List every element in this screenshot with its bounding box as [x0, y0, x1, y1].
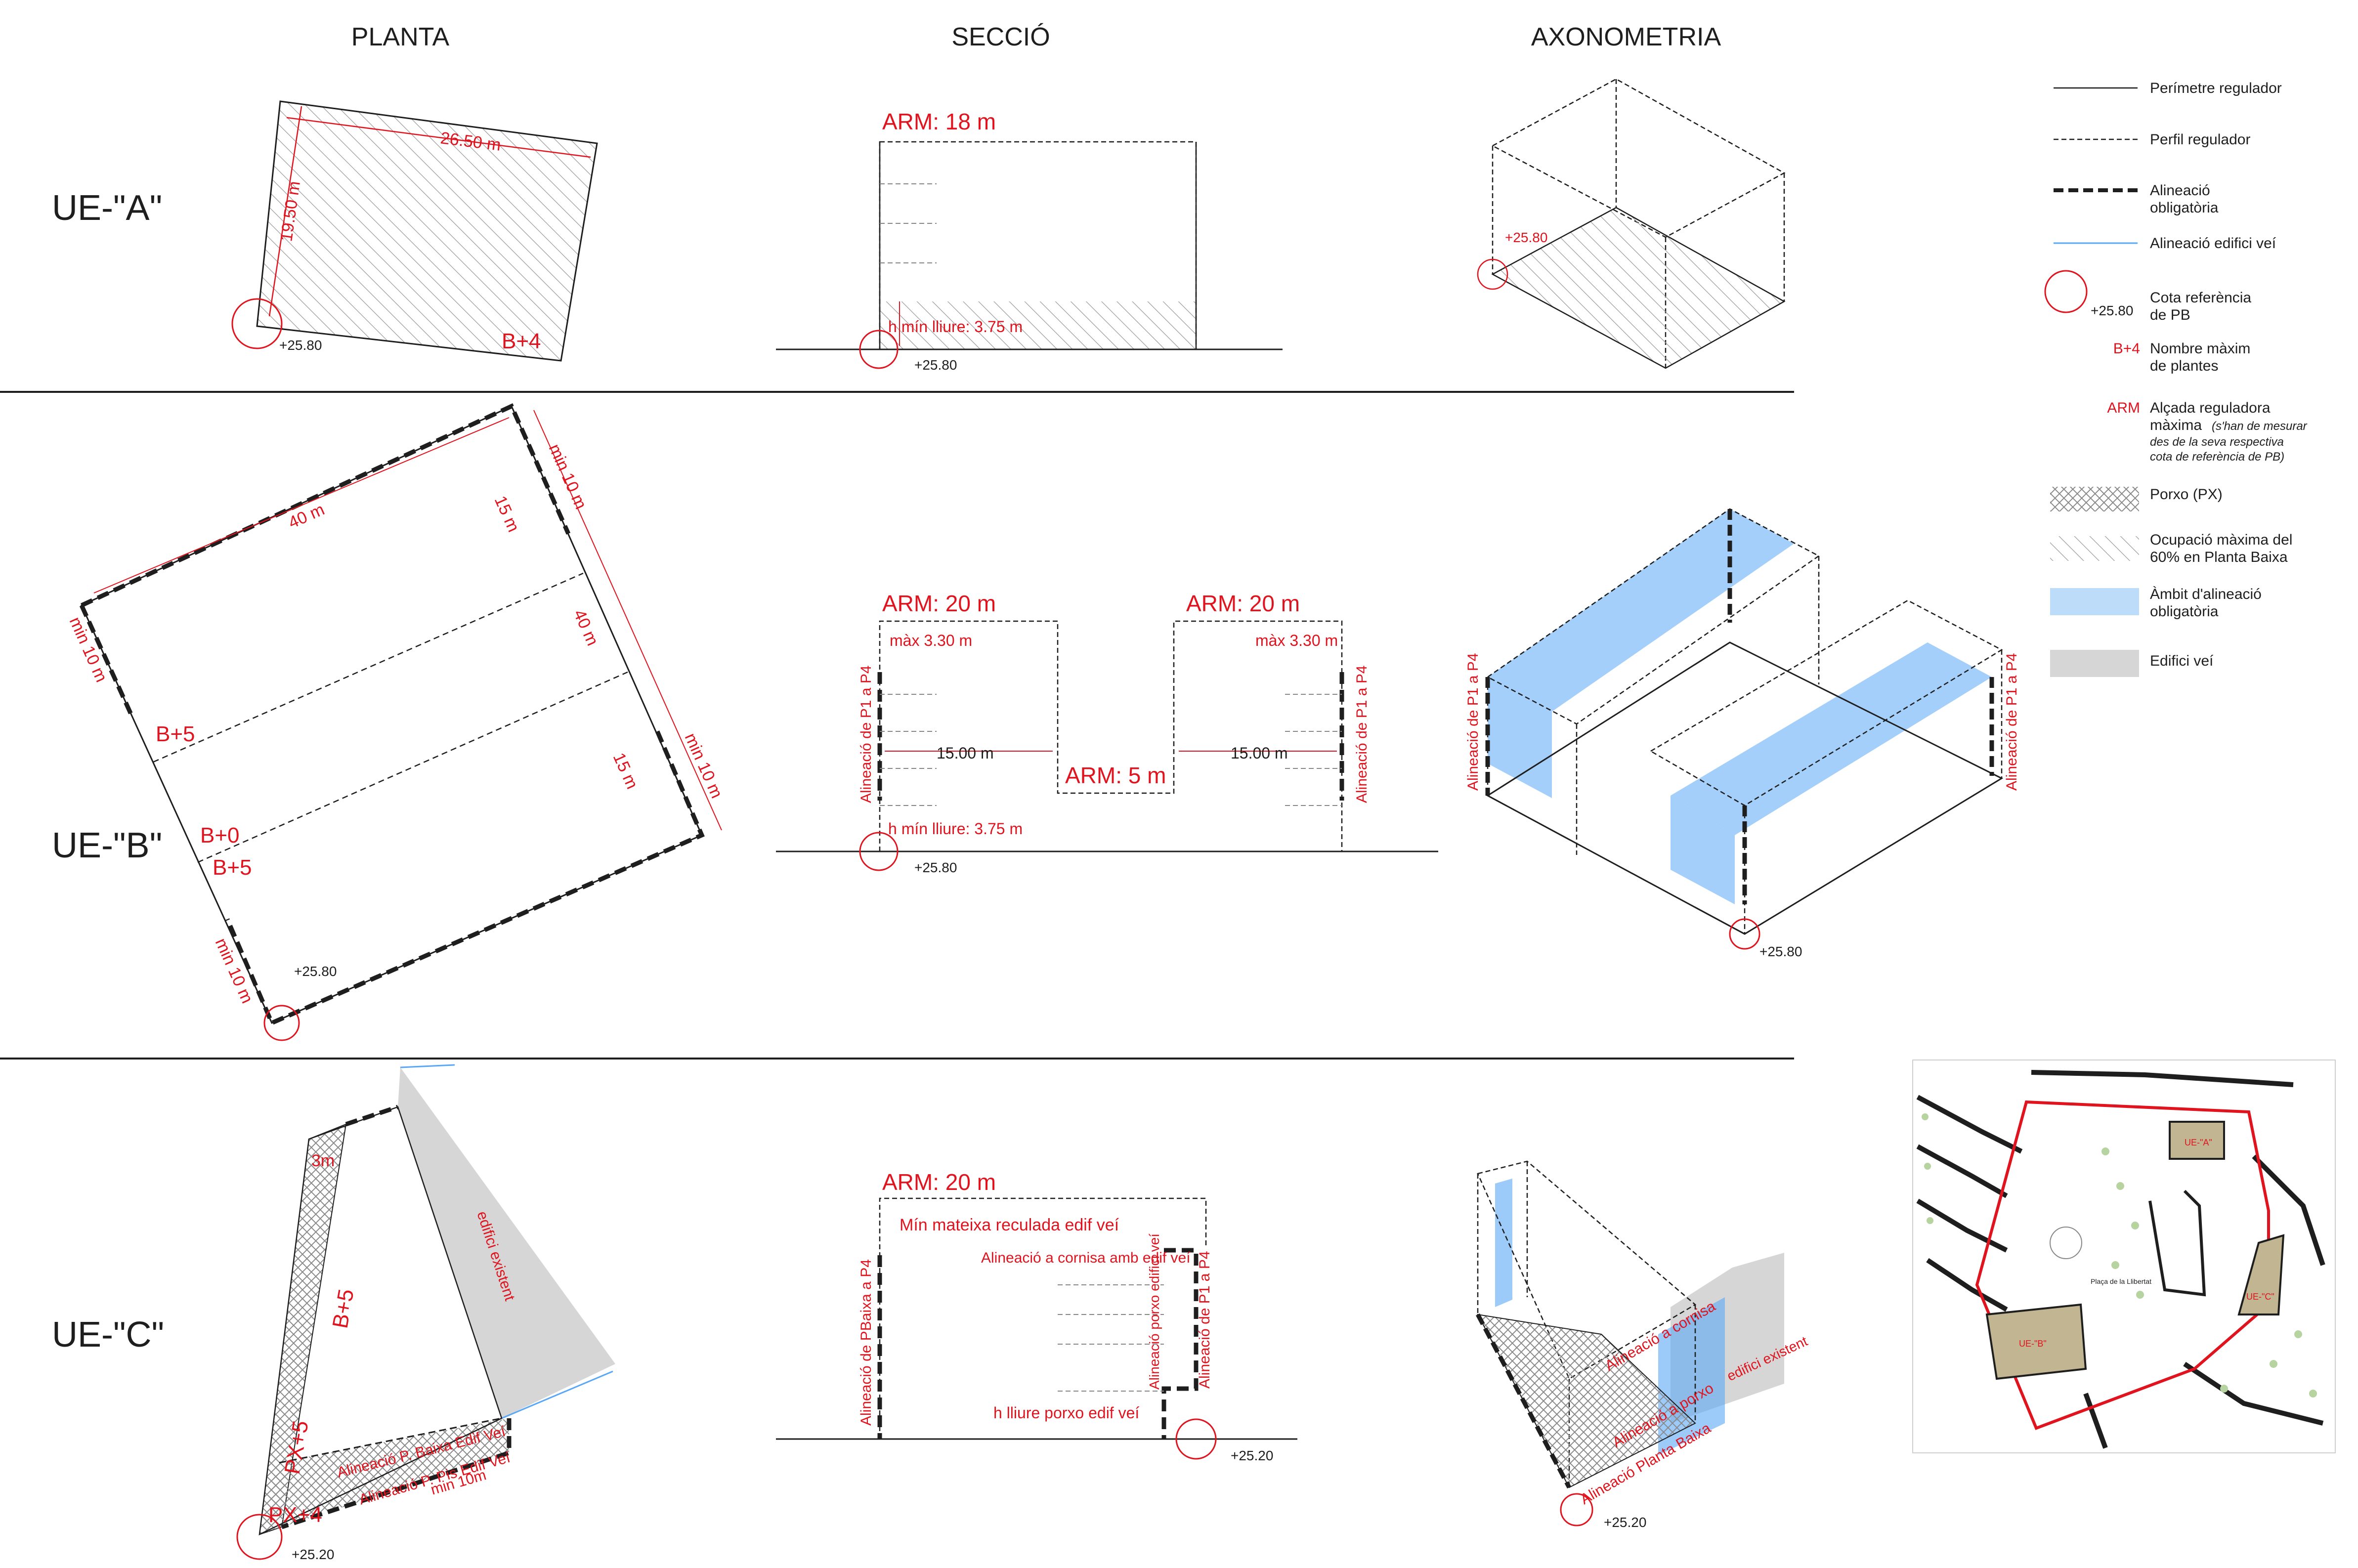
section-c-hporxo: h lliure porxo edif veí: [993, 1404, 1139, 1422]
plan-ue-a: [231, 100, 598, 362]
plan-c-level: +25.20: [292, 1547, 334, 1562]
legend-ambit-2: obligatòria: [2150, 603, 2219, 620]
plan-a-floors: B+4: [502, 329, 541, 353]
legend-alcada-note-2: des de la seva respectiva: [2150, 435, 2284, 449]
legend-cota-value: +25.80: [2091, 303, 2133, 318]
section-c-align-cornisa: Alineació a cornisa amb edif veí: [981, 1250, 1191, 1266]
axo-b-align-right: Alineació de P1 a P4: [2004, 653, 2020, 791]
section-ue-b: [776, 620, 1438, 871]
section-b-max-right: màx 3.30 m: [1255, 632, 1338, 649]
legend-cota-2: de PB: [2150, 307, 2190, 323]
row-label-ue-a: UE-"A": [52, 188, 162, 228]
legend-alcada-1: Alçada reguladora: [2150, 400, 2271, 416]
legend-alcada-note-3: cota de referència de PB): [2150, 450, 2284, 464]
section-b-level: +25.80: [914, 860, 957, 875]
header-seccio: SECCIÓ: [951, 23, 1050, 51]
axo-a-level: +25.80: [1505, 230, 1547, 245]
legend-edifici-vei: Edifici veí: [2150, 653, 2214, 669]
legend-alineacio-1: Alineació: [2150, 182, 2210, 199]
section-ue-a: [776, 141, 1283, 369]
map-ue-c: UE-"C": [2246, 1292, 2274, 1302]
axo-ue-a: [1477, 78, 1786, 369]
legend-alineacio-2: obligatòria: [2150, 200, 2219, 216]
map-ue-b: UE-"B": [2019, 1339, 2047, 1349]
section-b-arm-mid: ARM: 5 m: [1065, 763, 1166, 788]
axo-ue-b: [1485, 508, 2004, 950]
axo-ue-c: [1476, 1160, 1784, 1526]
section-c-arm: ARM: 20 m: [882, 1169, 996, 1195]
plan-c-px4: PX+4: [268, 1503, 322, 1527]
legend-ocupacio-2: 60% en Planta Baixa: [2150, 549, 2288, 565]
legend-perimetre: Perímetre regulador: [2150, 80, 2282, 96]
plan-ue-c: [236, 1064, 615, 1560]
legend-alcada-note-1: (s'han de mesurar: [2212, 420, 2308, 433]
section-c-min-reculada: Mín mateixa reculada edif veí: [900, 1216, 1119, 1234]
section-b-align-left: Alineació de P1 a P4: [858, 665, 874, 803]
location-map: [1912, 1059, 2336, 1453]
legend-nombre-1: Nombre màxim: [2150, 340, 2250, 357]
section-b-arm-left: ARM: 20 m: [882, 591, 996, 616]
section-ue-c: [776, 1197, 1297, 1460]
header-axonometria: AXONOMETRIA: [1531, 23, 1721, 51]
section-c-align-pbaixa: Alineació de PBaixa a P4: [858, 1259, 874, 1426]
axo-b-align-left: Alineació de P1 a P4: [1465, 653, 1481, 791]
legend-bplus: B+4: [2113, 340, 2140, 357]
section-b-arm-right: ARM: 20 m: [1186, 591, 1300, 616]
legend-ocupacio-1: Ocupació màxima del: [2150, 532, 2292, 548]
section-a-arm: ARM: 18 m: [882, 109, 996, 134]
legend-ambit-1: Àmbit d'alineació: [2150, 586, 2262, 602]
axo-c-level: +25.20: [1604, 1515, 1646, 1530]
section-b-span-right: 15.00 m: [1231, 744, 1288, 762]
row-label-ue-b: UE-"B": [52, 826, 162, 865]
map-plaza: Plaça de la Llibertat: [2091, 1277, 2151, 1285]
plan-b-floors-1: B+5: [156, 722, 195, 746]
plan-b-level: +25.80: [294, 964, 337, 979]
legend: [2044, 87, 2139, 677]
plan-c-3m: 3m: [311, 1151, 335, 1170]
legend-arm: ARM: [2107, 400, 2140, 416]
section-b-hmin: h mín lliure: 3.75 m: [888, 820, 1023, 838]
axo-b-level: +25.80: [1759, 944, 1802, 959]
section-b-span-left: 15.00 m: [937, 744, 994, 762]
plan-b-dim-40-top: 40 m: [286, 500, 328, 532]
plan-b-dim-15-top: 15 m: [491, 493, 523, 535]
plan-b-dim-15-bottom: 15 m: [609, 750, 642, 792]
plan-b-floors-2: B+5: [213, 855, 252, 880]
legend-alineacio-vei: Alineació edifici veí: [2150, 235, 2276, 252]
legend-alcada-2: màxima: [2150, 417, 2202, 433]
plan-b-floors-0: B+0: [200, 823, 240, 848]
plan-b-min-bottom-left: min 10 m: [212, 935, 257, 1006]
section-c-level: +25.20: [1231, 1448, 1273, 1463]
header-planta: PLANTA: [351, 23, 450, 51]
legend-nombre-2: de plantes: [2150, 358, 2218, 374]
legend-perfil: Perfil regulador: [2150, 131, 2250, 148]
plan-b-dim-40-right: 40 m: [570, 607, 602, 649]
map-ue-a: UE-"A": [2185, 1138, 2212, 1147]
plan-ue-b: [79, 403, 722, 1041]
plan-c-floors: B+5: [328, 1287, 359, 1330]
section-b-max-left: màx 3.30 m: [890, 632, 972, 649]
section-b-align-right: Alineació de P1 a P4: [1354, 665, 1370, 803]
row-label-ue-c: UE-"C": [52, 1315, 164, 1355]
legend-porxo: Porxo (PX): [2150, 486, 2223, 503]
section-c-align-porxo: Alineació porxo edifici veí: [1147, 1233, 1162, 1390]
section-a-level: +25.80: [914, 357, 957, 373]
plan-a-level: +25.80: [279, 338, 322, 353]
legend-cota-1: Cota referència: [2150, 290, 2251, 306]
section-a-hmin: h mín lliure: 3.75 m: [888, 318, 1023, 336]
section-c-align-p1p4: Alineació de P1 a P4: [1197, 1251, 1213, 1389]
